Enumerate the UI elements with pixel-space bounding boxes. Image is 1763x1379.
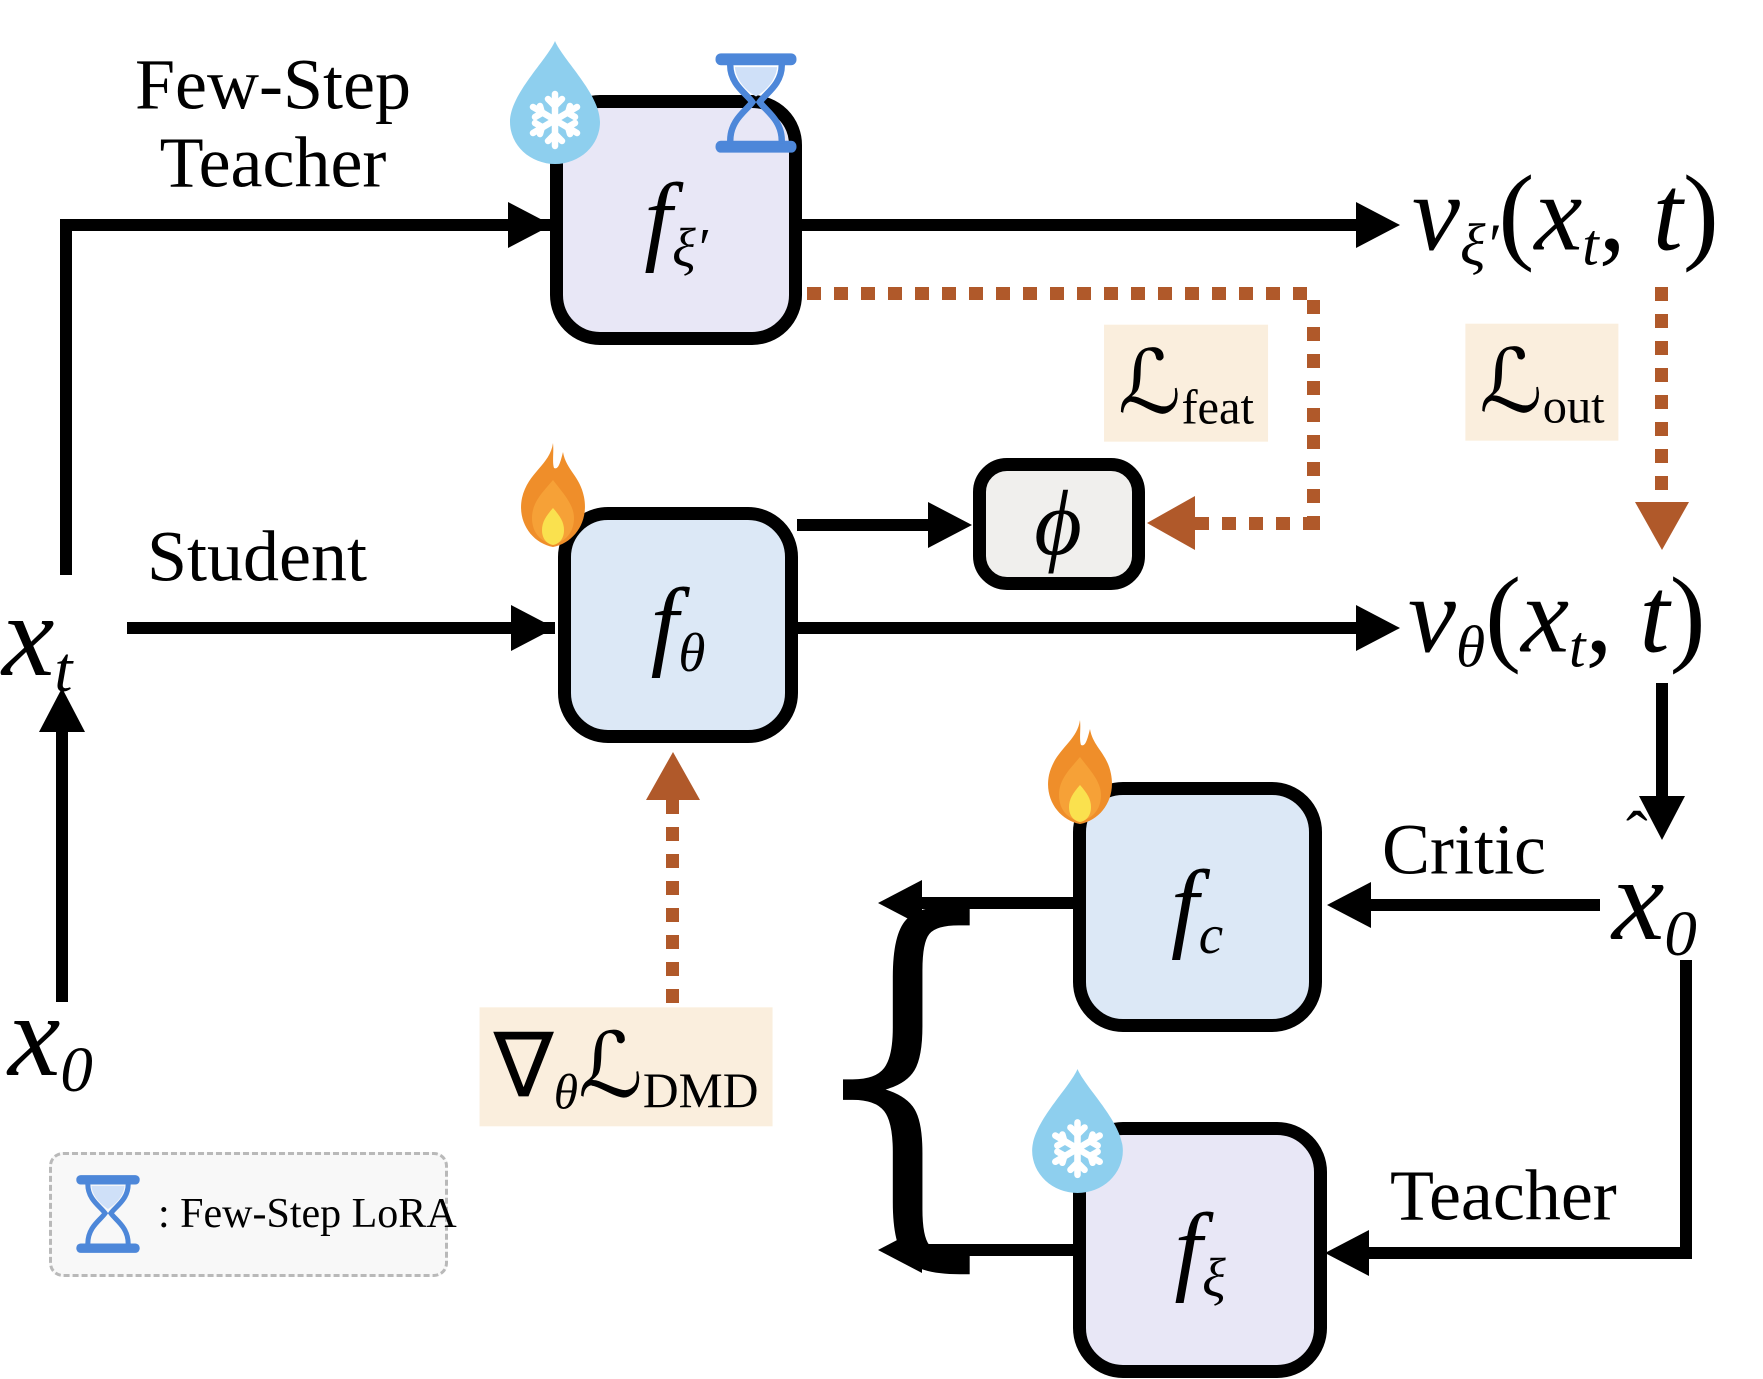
line-critic-out <box>920 897 1073 909</box>
line-xt-to-teacher-h <box>60 219 552 231</box>
phi-box <box>973 458 1145 590</box>
arrowhead-fxi-to-brace <box>878 1227 922 1273</box>
line-student-to-phi <box>797 519 930 531</box>
v-teacher-output: vξ′(xt, t) <box>1412 154 1719 278</box>
dmd-brace: { <box>802 839 1011 1304</box>
flame-icon <box>521 443 585 547</box>
v-student-output: vθ(xt, t) <box>1408 556 1706 680</box>
arrowhead-into-fxi-box <box>1325 1230 1369 1276</box>
dotted-feat-bottom <box>1195 517 1320 530</box>
line-xhat-down-v <box>1680 960 1692 1259</box>
student-node-label: fθ <box>650 568 706 683</box>
teacher-label: Teacher <box>1390 1155 1617 1236</box>
line-xt-to-student <box>127 622 555 634</box>
arrowhead-into-phi-box <box>928 502 972 548</box>
arrowhead-vxi-output <box>1356 202 1400 248</box>
line-teacher-to-vxi <box>800 219 1358 231</box>
hourglass-icon <box>76 1175 140 1253</box>
flame-icon <box>1048 720 1112 824</box>
line-x0-up <box>56 726 68 1002</box>
arrowhead-into-critic-box <box>1327 882 1371 928</box>
arrowhead-vtheta-output <box>1356 605 1400 651</box>
out-loss-label: ℒout <box>1465 323 1619 441</box>
few-step-teacher-node-label: fξ′ <box>644 163 708 278</box>
snowflake-droplet-icon <box>510 41 600 164</box>
legend-box <box>49 1152 448 1277</box>
arrowhead-critic-to-brace <box>878 880 922 926</box>
line-student-to-vtheta <box>797 622 1358 634</box>
line-vtheta-down-to-xhat <box>1656 683 1668 798</box>
legend-text: : Few-Step LoRA <box>158 1191 457 1237</box>
student-box <box>558 507 798 743</box>
dmd-gradient-label: ∇θℒDMD <box>479 1007 773 1127</box>
critic-label: Critic <box>1382 809 1546 890</box>
dotted-out-vert <box>1655 287 1668 502</box>
hourglass-icon <box>715 53 797 153</box>
critic-box <box>1073 782 1322 1032</box>
arrowhead-into-student-box <box>511 605 555 651</box>
arrowhead-feat-into-phi <box>1147 496 1195 550</box>
feat-loss-label: ℒfeat <box>1104 324 1268 442</box>
few-step-teacher-label-line1: Few-Step <box>135 44 411 125</box>
arrowhead-x0-up <box>39 688 85 732</box>
dotted-dmd-vert <box>666 800 679 1022</box>
snowflake-droplet-icon <box>1032 1069 1123 1193</box>
arrowhead-dmd-up <box>646 752 700 800</box>
critic-node-label: fc <box>1170 850 1224 965</box>
student-label: Student <box>146 516 368 597</box>
line-xhat-to-critic <box>1369 899 1600 911</box>
line-fxi-out <box>920 1244 1073 1256</box>
feature-extractor-label: ϕ <box>1034 472 1082 574</box>
few-step-teacher-label-line2: Teacher <box>159 122 387 203</box>
arrowhead-down-to-xhat <box>1639 796 1685 840</box>
dotted-feat-vert <box>1307 300 1320 530</box>
teacher-node-label: fξ <box>1174 1193 1226 1308</box>
arrowhead-out-down <box>1635 502 1689 550</box>
arrowhead-into-teacher-box <box>508 202 552 248</box>
line-xhat-to-fxi-h <box>1367 1247 1692 1259</box>
line-xt-up-v <box>60 219 72 575</box>
x-t-variable: xt <box>2 569 73 707</box>
dotted-feat-top <box>807 287 1320 300</box>
x-0-variable: x0 <box>8 969 93 1107</box>
